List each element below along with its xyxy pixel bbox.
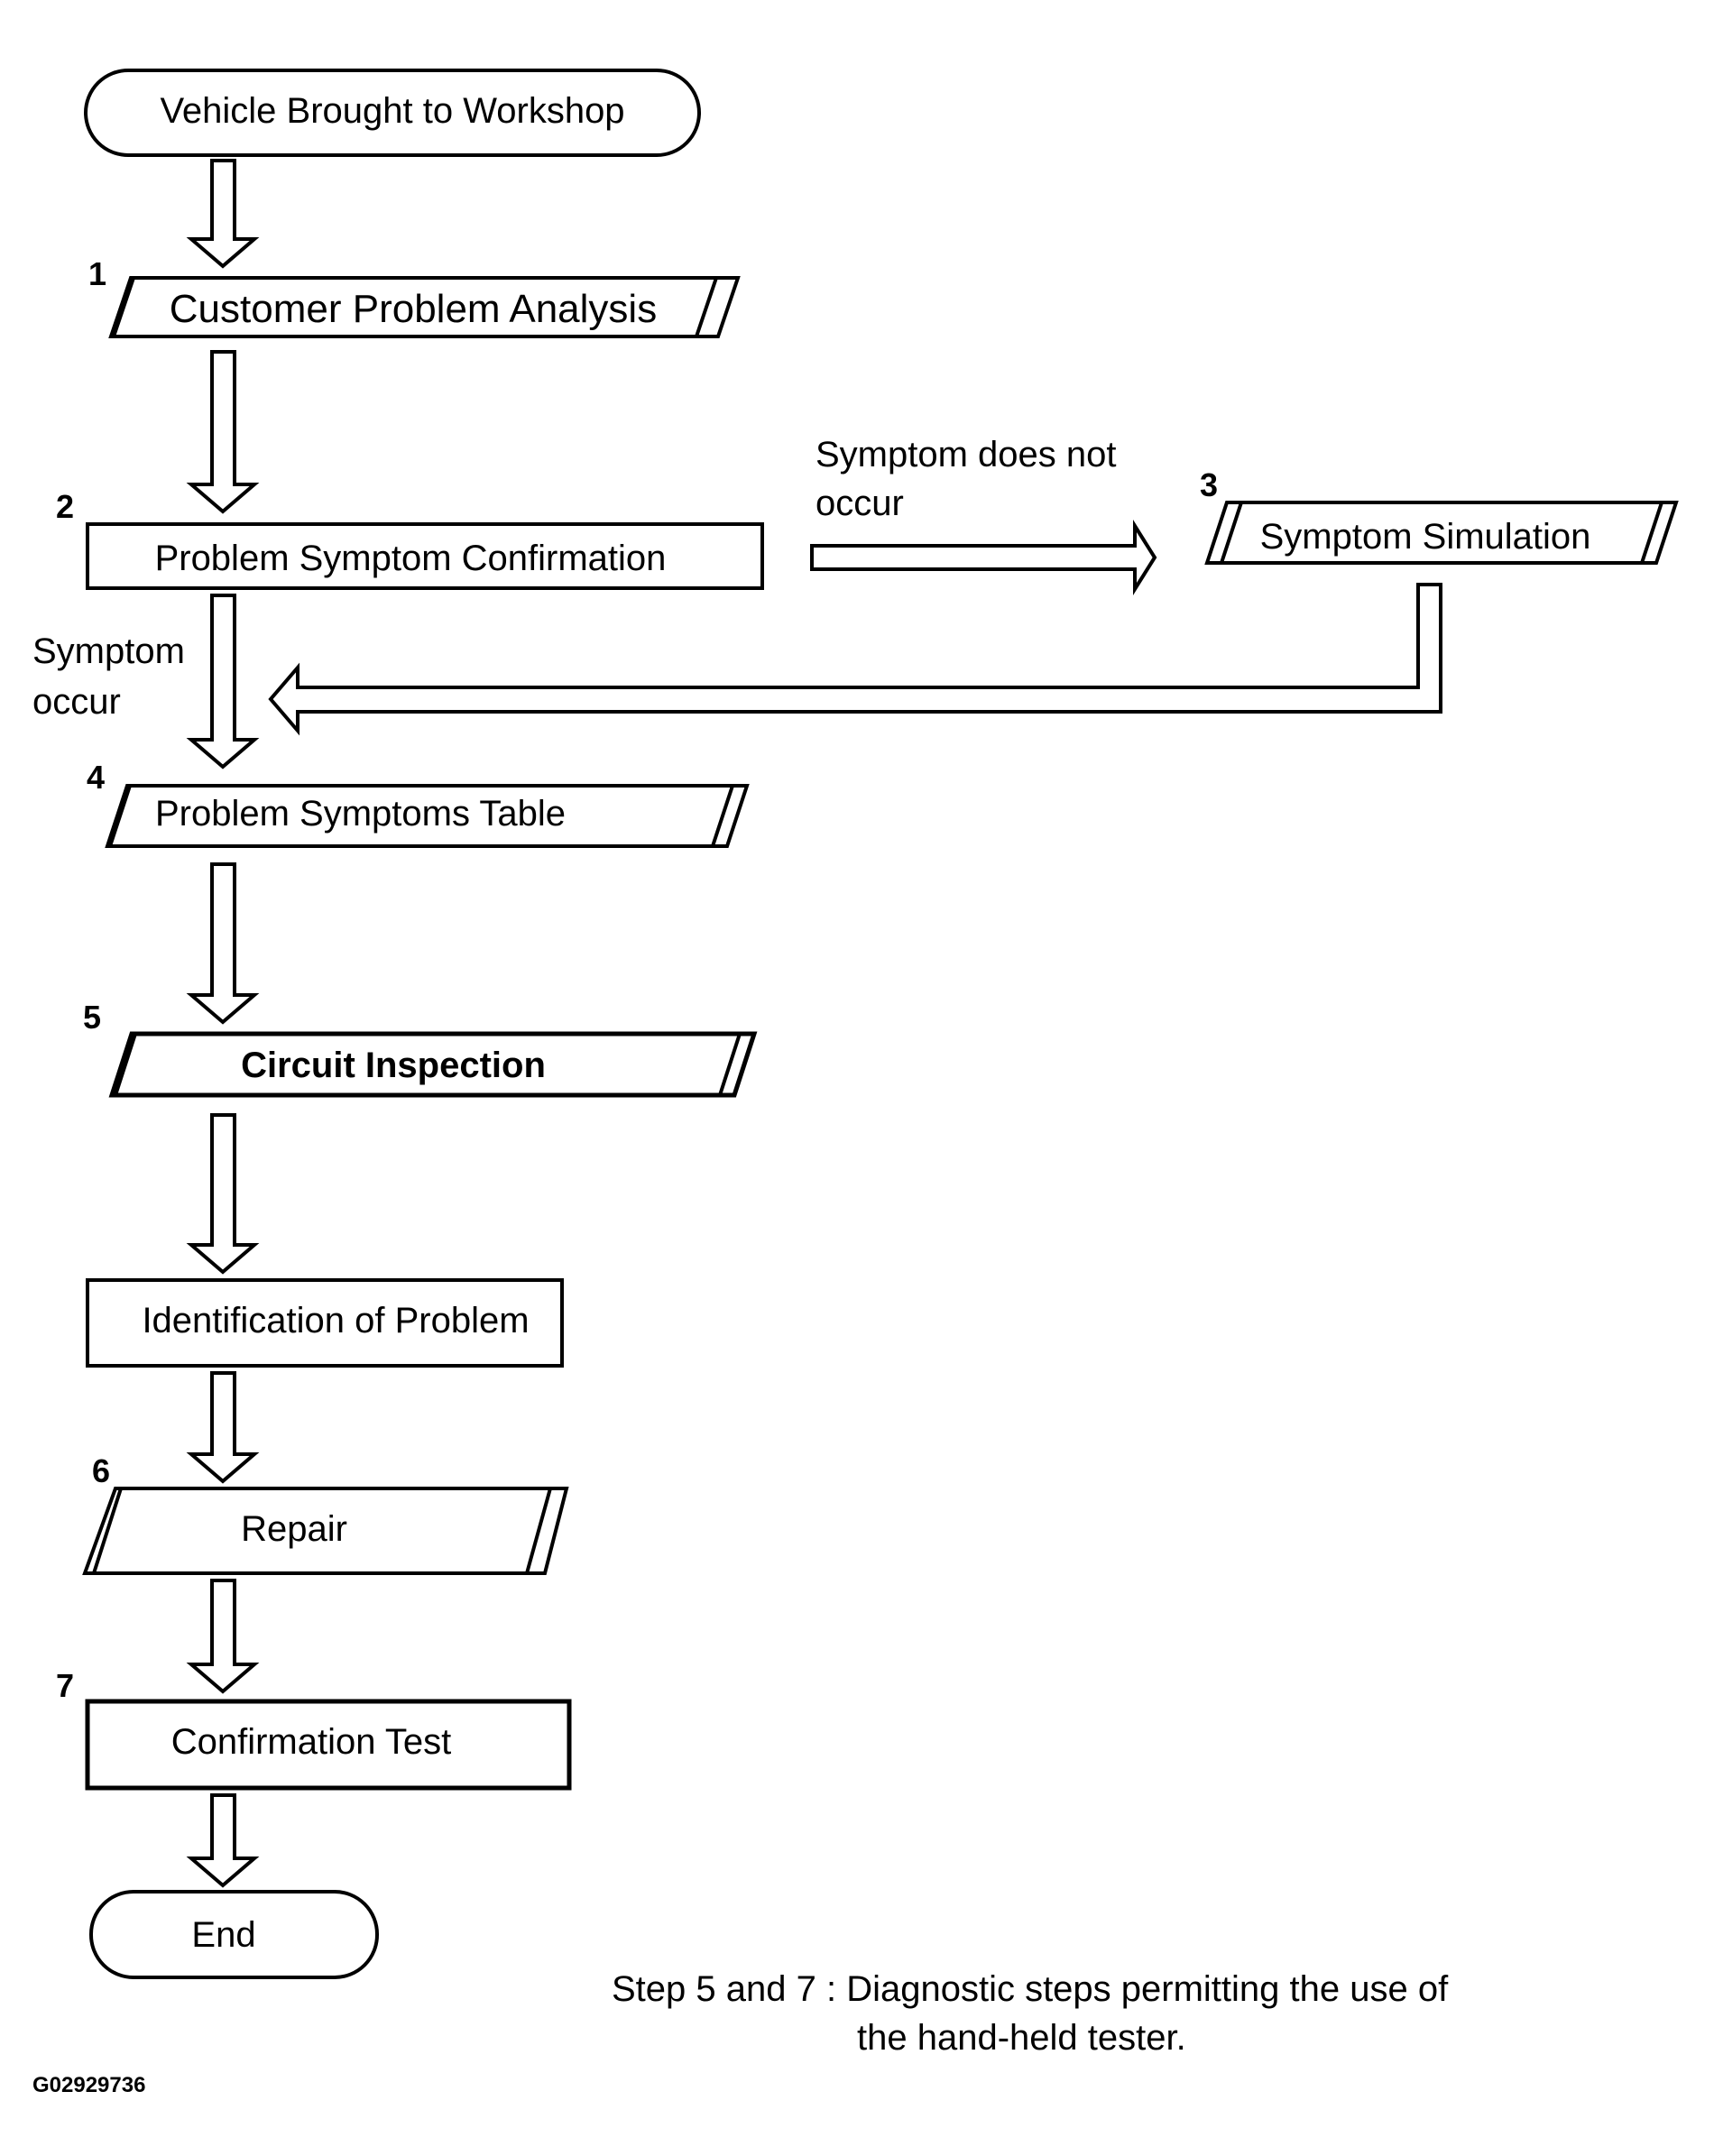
slash-left-1 bbox=[112, 277, 135, 337]
problem-symptom-confirmation-label: Problem Symptom Confirmation bbox=[155, 539, 667, 578]
arrow-step7-to-end bbox=[186, 1793, 260, 1888]
customer-problem-analysis-label: Customer Problem Analysis bbox=[170, 287, 657, 331]
end-terminator bbox=[89, 1890, 379, 1979]
identification-of-problem-box bbox=[86, 1278, 564, 1368]
problem-symptom-confirmation-box bbox=[86, 522, 764, 590]
identification-of-problem-label: Identification of Problem bbox=[142, 1301, 529, 1341]
repair-box bbox=[82, 1487, 569, 1575]
step-number-7: 7 bbox=[56, 1667, 74, 1704]
slash-left-6 bbox=[92, 1488, 123, 1574]
slash-right-3 bbox=[1640, 502, 1663, 564]
slash-left-3 bbox=[1220, 502, 1243, 564]
arrow-step6-to-step7 bbox=[186, 1579, 260, 1694]
symptom-does-not-occur-label-1: Symptom does not bbox=[816, 435, 1117, 475]
figure-id: G02929736 bbox=[32, 2073, 145, 2097]
confirmation-test-box bbox=[85, 1699, 572, 1791]
slash-left-4 bbox=[108, 785, 132, 847]
symptom-simulation-box bbox=[1204, 501, 1679, 565]
problem-symptoms-table-box bbox=[105, 784, 750, 848]
slash-left-5 bbox=[114, 1033, 137, 1096]
confirmation-test-label: Confirmation Test bbox=[171, 1722, 452, 1762]
arrow-start-to-step1 bbox=[186, 159, 260, 269]
step-number-1: 1 bbox=[88, 255, 106, 292]
arrow-step5-to-identification bbox=[186, 1113, 260, 1275]
symptom-simulation-label: Symptom Simulation bbox=[1260, 517, 1591, 557]
problem-symptoms-table-label: Problem Symptoms Table bbox=[155, 794, 566, 834]
step-number-2: 2 bbox=[56, 488, 74, 525]
symptom-occur-label-2: occur bbox=[32, 682, 121, 722]
arrow-step2-to-step3 bbox=[810, 520, 1157, 595]
end-label: End bbox=[191, 1915, 255, 1955]
slash-right-6 bbox=[525, 1488, 552, 1574]
note-line-2: the hand-held tester. bbox=[857, 2018, 1186, 2058]
slash-right-4 bbox=[711, 785, 734, 847]
note-line-1: Step 5 and 7 : Diagnostic steps permitti… bbox=[612, 1969, 1449, 2009]
start-terminator bbox=[84, 69, 701, 157]
arrow-step1-to-step2 bbox=[186, 350, 260, 514]
step-number-6: 6 bbox=[92, 1452, 110, 1489]
repair-label: Repair bbox=[241, 1509, 347, 1549]
step-number-5: 5 bbox=[83, 999, 101, 1036]
customer-problem-analysis-box bbox=[108, 276, 741, 338]
symptom-does-not-occur-label-2: occur bbox=[816, 484, 904, 523]
circuit-inspection-label: Circuit Inspection bbox=[241, 1046, 546, 1085]
symptom-occur-label-1: Symptom bbox=[32, 631, 185, 671]
arrow-step3-return bbox=[268, 583, 1442, 736]
start-label: Vehicle Brought to Workshop bbox=[160, 91, 624, 131]
circuit-inspection-box bbox=[108, 1031, 758, 1098]
slash-right-1 bbox=[695, 277, 718, 337]
slash-right-5 bbox=[718, 1033, 742, 1096]
step-number-4: 4 bbox=[87, 759, 105, 796]
step-number-3: 3 bbox=[1200, 466, 1218, 503]
arrow-identification-to-step6 bbox=[186, 1371, 260, 1484]
arrow-step4-to-step5 bbox=[186, 862, 260, 1025]
arrow-step2-to-step4 bbox=[186, 594, 260, 769]
